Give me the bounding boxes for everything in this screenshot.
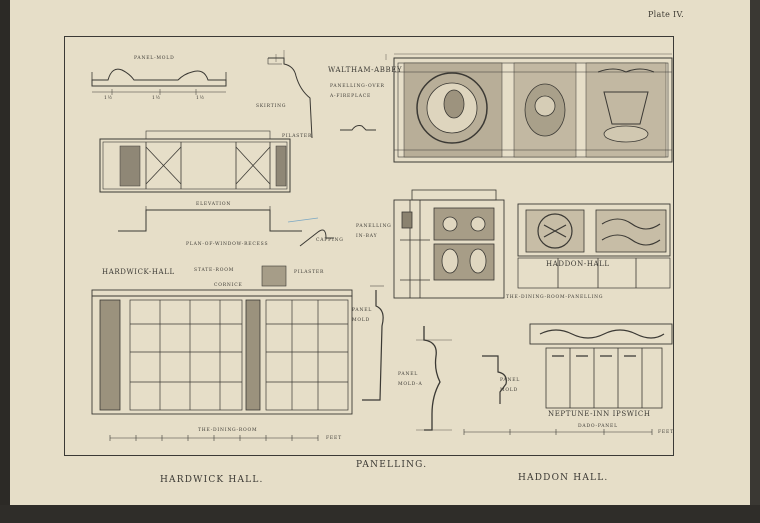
plate-number: Plate IV.	[648, 10, 684, 19]
label-haddon-hall: HADDON-HALL	[546, 260, 610, 268]
label-pilaster-top: PILASTER	[282, 134, 313, 139]
label-dining-room-panelling: THE-DINING-ROOM-PANELLING	[506, 295, 604, 300]
label-pilaster-mid: PILASTER	[294, 270, 325, 275]
label-waltham-abbey: WALTHAM-ABBEY	[328, 66, 403, 74]
label-panel-mold-c2: MOLD	[500, 388, 519, 393]
panel-mold-tall-profile	[362, 285, 384, 401]
label-panel-mold: PANEL-MOLD	[134, 56, 175, 61]
skirting-profile	[267, 50, 313, 139]
label-skirting: SKIRTING	[256, 104, 287, 109]
hardwick-elevation-panel	[99, 130, 291, 193]
label-panel-mold-b1: PANEL	[352, 308, 373, 313]
neptune-inn-dado-panel	[529, 323, 673, 409]
label-dim-1: 1½	[104, 96, 113, 101]
label-panel-mold-b2: MOLD	[352, 318, 371, 323]
waltham-abbey-panelling	[385, 53, 673, 163]
caption-haddon-hall: HADDON HALL.	[518, 473, 609, 483]
scale-bar-left	[109, 435, 319, 441]
hardwick-state-room-elevation	[91, 265, 353, 415]
plate-title: PANELLING.	[356, 460, 428, 470]
label-panel-mold-c1: PANEL	[500, 378, 521, 383]
window-recess-plan	[118, 206, 302, 232]
label-cornice: CORNICE	[214, 283, 243, 288]
label-neptune-inn: NEPTUNE-INN IPSWICH	[548, 410, 651, 418]
label-scale-feet-left: FEET	[326, 436, 342, 441]
label-panelling-over: PANELLING-OVER	[330, 84, 385, 89]
label-elevation: ELEVATION	[196, 202, 232, 207]
label-a-fireplace: A-FIREPLACE	[330, 94, 372, 99]
caption-hardwick-hall: HARDWICK HALL.	[160, 475, 264, 485]
page-shadow	[0, 505, 760, 523]
capping-profile	[287, 217, 334, 247]
panel-mold-profile	[91, 68, 227, 95]
label-panelling-in: PANELLING	[356, 224, 392, 229]
label-dim-3: 1½	[196, 96, 205, 101]
scan-edge	[0, 0, 10, 523]
label-dado-panel: DADO-PANEL	[578, 424, 618, 429]
label-capping: CAPPING	[316, 238, 344, 243]
panelling-in-bay	[393, 189, 505, 299]
panel-mold-small-profile	[482, 355, 507, 404]
label-state-room: STATE-ROOM	[194, 268, 235, 273]
label-panel-mold-a2: MOLD-A	[398, 382, 423, 387]
label-scale-feet-right: FEET	[658, 430, 674, 435]
drawing-frame	[64, 36, 674, 456]
label-panel-mold-a1: PANEL	[398, 372, 419, 377]
scale-bar-right	[463, 429, 653, 435]
panel-mold-a-profile	[416, 326, 452, 431]
waltham-mold-profile	[340, 125, 376, 131]
label-dining-room: THE-DINING-ROOM	[198, 428, 258, 433]
haddon-dining-room-panelling	[517, 203, 671, 289]
label-plan: PLAN-OF-WINDOW-RECESS	[186, 242, 269, 247]
label-hardwick-hall: HARDWICK-HALL	[102, 268, 175, 276]
label-dim-2: 1½	[152, 96, 161, 101]
label-in-bay: IN-BAY	[356, 234, 378, 239]
